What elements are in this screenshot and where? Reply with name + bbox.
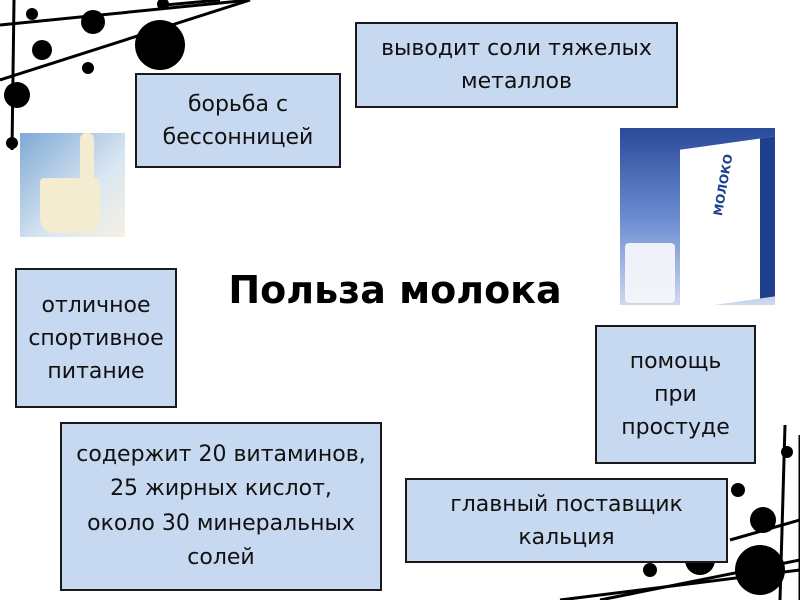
box-line: отличное [41,292,151,318]
box-line: около 30 минеральных [87,510,355,536]
benefit-calcium: главный поставщик кальция [405,478,728,563]
box-line: металлов [461,69,572,94]
box-line: при [654,382,697,407]
box-line: бессонницей [162,124,314,150]
benefit-content: содержит 20 витаминов, 25 жирных кислот,… [60,422,382,591]
box-line: питание [47,358,145,384]
milk-carton-image: МОЛОКО [620,128,775,305]
box-line: главный поставщик [450,491,683,517]
box-line: помощь [629,349,722,374]
box-line: 25 жирных кислот, [110,476,332,502]
box-line: солей [187,544,255,570]
box-line: простуде [621,415,730,440]
box-line: спортивное [28,325,164,351]
box-line: содержит 20 витаминов, [76,442,366,468]
box-line: выводит соли тяжелых [381,36,652,61]
box-line: кальция [518,524,615,550]
box-line: борьба с [187,91,289,117]
benefit-sport: отличное спортивное питание [15,268,177,408]
benefit-cold: помощь при простуде [595,325,756,464]
benefit-heavy-metals: выводит соли тяжелых металлов [355,22,678,108]
slide-title: Польза молока [228,268,562,312]
milk-glass-image [20,133,125,237]
benefit-insomnia: борьба с бессонницей [135,73,341,168]
